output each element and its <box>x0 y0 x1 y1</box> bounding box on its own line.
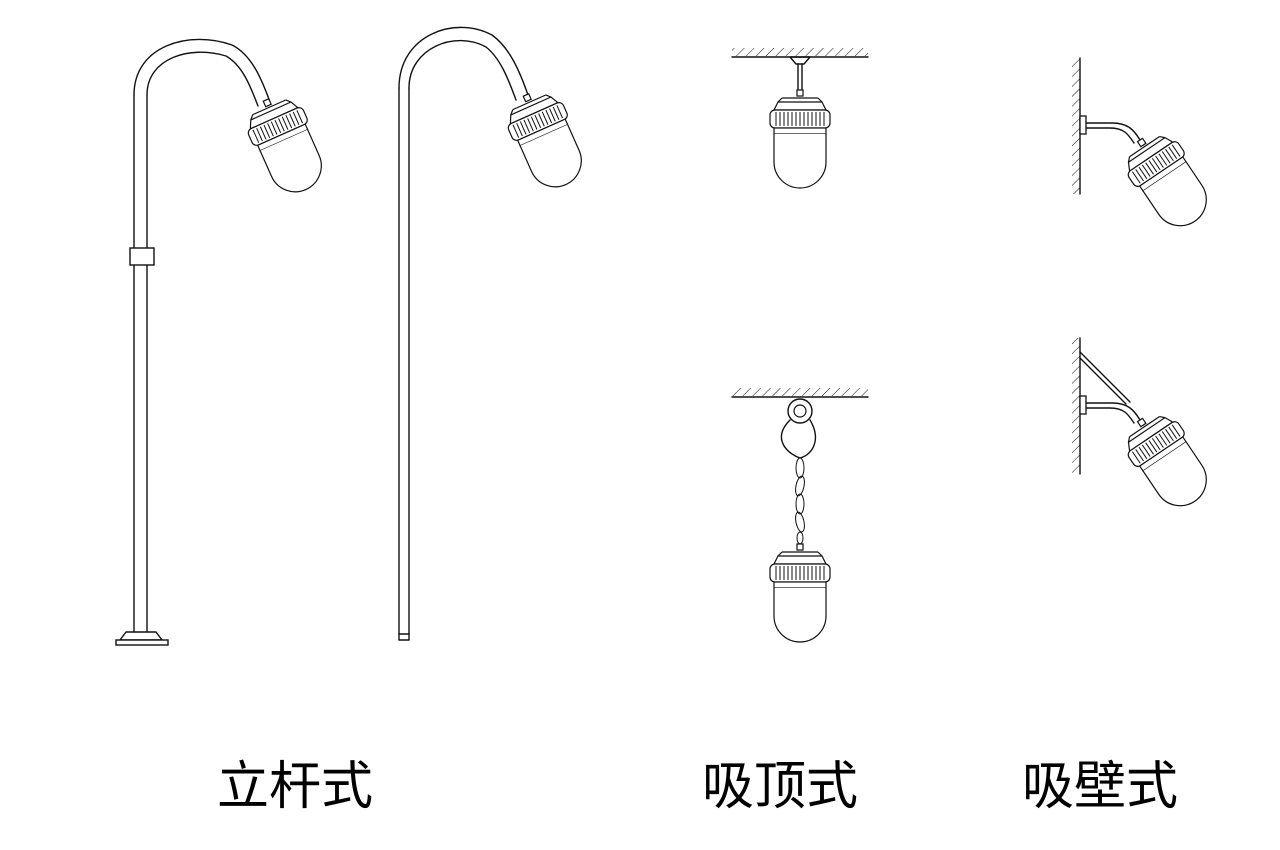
pole-lamp-plain <box>398 26 594 641</box>
ceiling-lamp-direct <box>731 48 869 189</box>
wall-lamp-braced <box>1072 337 1221 519</box>
caption-pole-mount: 立杆式 <box>216 757 373 817</box>
caption-ceiling-mount: 吸顶式 <box>701 757 858 817</box>
caption-wall-mount: 吸壁式 <box>1021 757 1178 817</box>
pole-lamp-with-base <box>115 38 334 646</box>
ceiling-lamp-chain <box>731 388 869 643</box>
wall-lamp-arm <box>1072 57 1221 239</box>
